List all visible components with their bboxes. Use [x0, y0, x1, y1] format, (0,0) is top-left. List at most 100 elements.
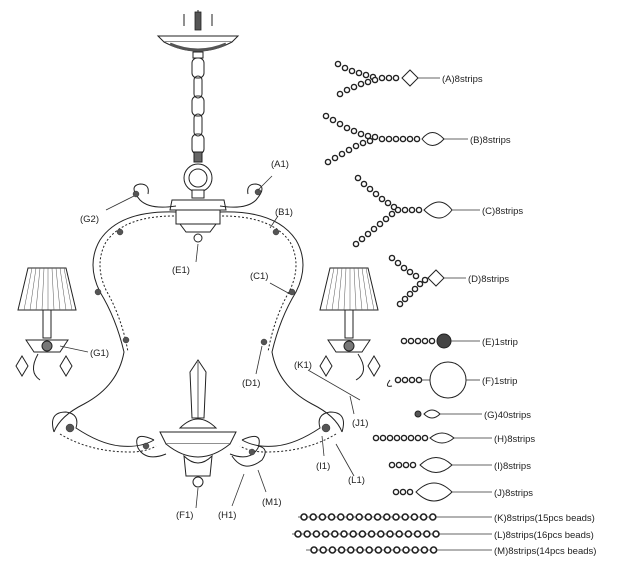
bead — [432, 530, 440, 538]
hanging-chain — [191, 57, 205, 163]
bead — [392, 546, 401, 554]
part-f-illustration — [386, 361, 480, 399]
parts-legend-labels: (A)8strips (B)8strips (C)8strips (D)8str… — [442, 74, 596, 557]
legend-c: (C)8strips — [482, 206, 523, 217]
part-i-illustration — [388, 457, 492, 473]
label-f1: (F1) — [176, 510, 193, 521]
label-d1: (D1) — [242, 378, 260, 389]
left-lamp — [15, 267, 77, 381]
legend-j: (J)8strips — [494, 488, 533, 499]
bead — [321, 530, 330, 538]
bead — [346, 546, 355, 554]
legend-b: (B)8strips — [470, 135, 511, 146]
bead — [294, 530, 302, 538]
label-b1: (B1) — [275, 207, 293, 218]
legend-i: (I)8strips — [494, 461, 531, 472]
bead — [395, 530, 404, 538]
label-c1: (C1) — [250, 271, 268, 282]
part-b-illustration — [322, 112, 468, 166]
bead — [419, 513, 428, 521]
part-e-illustration — [400, 333, 480, 349]
parts-legend: (A)8strips (B)8strips (C)8strips (D)8str… — [292, 60, 596, 557]
label-m1: (M1) — [262, 497, 282, 508]
bead — [402, 546, 410, 554]
legend-h: (H)8strips — [494, 434, 535, 445]
bead — [328, 546, 337, 554]
bead — [365, 546, 374, 554]
bead — [420, 546, 429, 554]
bead — [382, 513, 391, 521]
bead — [337, 546, 346, 554]
right-lamp — [319, 267, 381, 381]
chandelier-fixture: (A1) (G2) (B1) (E1) (C1) (G1) (D1) (K1) … — [15, 10, 381, 521]
label-j1: (J1) — [352, 418, 368, 429]
bead — [404, 530, 413, 538]
bead — [383, 546, 392, 554]
bead — [355, 513, 364, 521]
part-m-illustration — [306, 546, 492, 554]
label-g1: (G1) — [90, 348, 109, 359]
label-a1: (A1) — [271, 159, 289, 170]
center-hub — [169, 163, 227, 243]
label-h1: (H1) — [218, 510, 236, 521]
bottom-bowl — [159, 359, 237, 488]
fixture-labels: (A1) (G2) (B1) (E1) (C1) (G1) (D1) (K1) … — [80, 159, 368, 521]
legend-d: (D)8strips — [468, 274, 509, 285]
bead — [310, 546, 318, 554]
bead — [376, 530, 385, 538]
label-e1: (E1) — [172, 265, 190, 276]
legend-k: (K)8strips(15pcs beads) — [494, 513, 595, 524]
legend-f: (F)1strip — [482, 376, 517, 387]
bead — [300, 513, 308, 521]
legend-m: (M)8strips(14pcs beads) — [494, 546, 596, 557]
upper-scroll-arms — [133, 183, 263, 208]
bead — [330, 530, 339, 538]
bead — [336, 513, 345, 521]
bead — [358, 530, 367, 538]
bead — [411, 546, 420, 554]
label-g2: (G2) — [80, 214, 99, 225]
bead — [373, 513, 382, 521]
fixture-leader-lines — [59, 175, 361, 509]
bead — [312, 530, 321, 538]
bead — [364, 513, 373, 521]
bead — [422, 530, 431, 538]
bead — [428, 513, 437, 521]
ceiling-canopy — [156, 10, 240, 59]
bead — [392, 513, 400, 521]
lower-arms — [52, 411, 344, 467]
bead — [386, 530, 394, 538]
bead — [340, 530, 348, 538]
legend-a: (A)8strips — [442, 74, 483, 85]
legend-l: (L)8strips(16pcs beads) — [494, 530, 594, 541]
bead — [309, 513, 318, 521]
bead — [413, 530, 422, 538]
part-d-illustration — [388, 254, 466, 308]
label-i1: (I1) — [316, 461, 330, 472]
part-a-illustration — [334, 60, 440, 98]
legend-g: (G)40strips — [484, 410, 531, 421]
part-c-illustration — [352, 174, 480, 248]
bead — [367, 530, 376, 538]
main-frame — [53, 211, 343, 433]
bead — [318, 513, 327, 521]
label-k1: (K1) — [294, 360, 312, 371]
bead — [327, 513, 336, 521]
bead — [303, 530, 312, 538]
part-l-illustration — [292, 530, 492, 538]
bead — [374, 546, 383, 554]
bead — [349, 530, 358, 538]
bead — [429, 546, 438, 554]
bead — [356, 546, 364, 554]
frame-beads — [65, 188, 331, 456]
part-h-illustration — [372, 432, 492, 444]
part-k-illustration — [298, 513, 492, 521]
bead — [401, 513, 410, 521]
bead — [410, 513, 419, 521]
legend-e: (E)1strip — [482, 337, 518, 348]
part-g-illustration — [414, 409, 482, 419]
bead — [346, 513, 354, 521]
label-l1: (L1) — [348, 475, 365, 486]
bead — [319, 546, 328, 554]
